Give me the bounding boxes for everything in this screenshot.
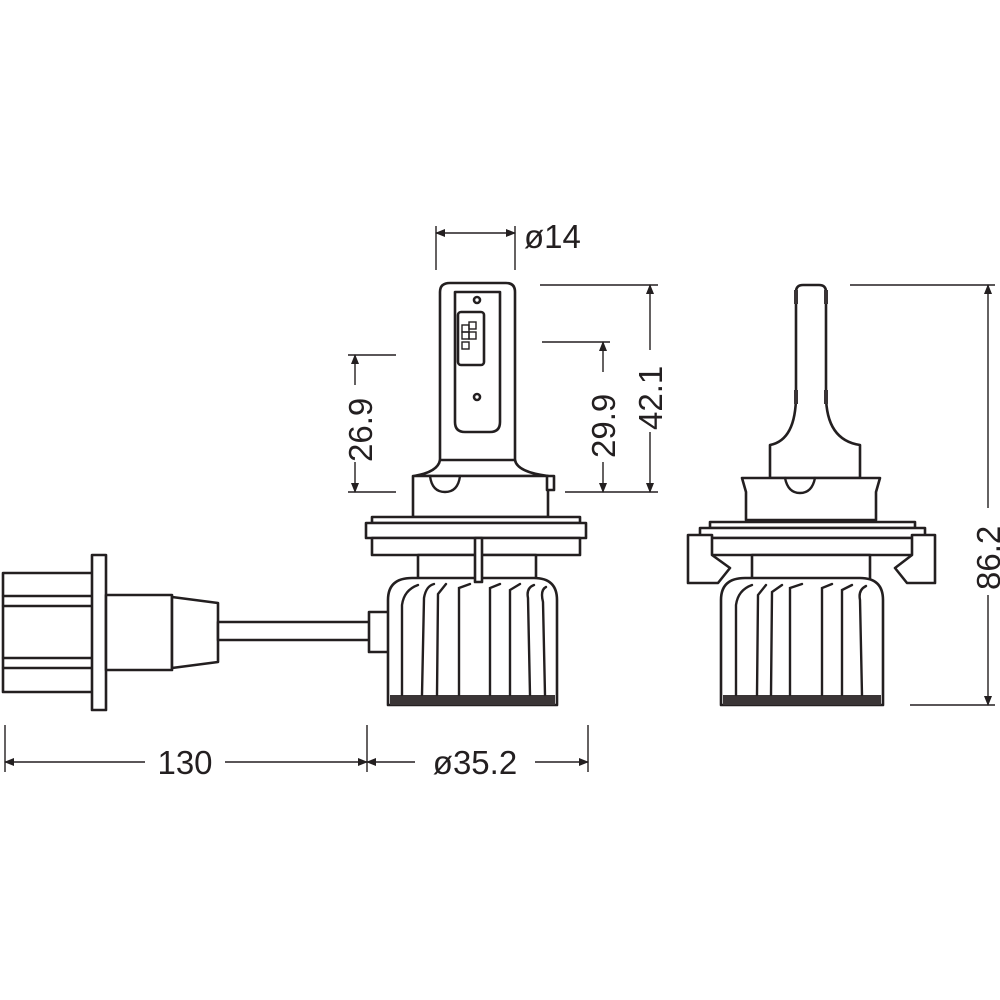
bulb-side-view [686, 283, 937, 707]
bulb-front-view [364, 281, 588, 707]
dimension-label: ø35.2 [433, 744, 517, 781]
dimension-label: 130 [157, 744, 212, 781]
dimension-label: ø14 [524, 218, 581, 255]
dimension-led-diameter: ø14 [435, 218, 581, 270]
heatsink [386, 576, 559, 707]
dimension-label: 26.9 [342, 398, 379, 462]
dimension-height-led-center: 29.9 [542, 341, 658, 493]
connector-plug [1, 553, 220, 712]
dimension-label: 29.9 [585, 394, 622, 458]
dimension-height-led-top: 42.1 [540, 284, 669, 493]
cable [216, 610, 391, 654]
dimension-height-left: 26.9 [342, 354, 396, 493]
dimension-total-height: 86.2 [850, 284, 1000, 706]
dimension-cable-length: 130 [4, 725, 368, 781]
dimension-label: 86.2 [970, 526, 1000, 590]
dimension-heatsink-diameter: ø35.2 [366, 725, 589, 781]
dimension-label: 42.1 [632, 366, 669, 430]
